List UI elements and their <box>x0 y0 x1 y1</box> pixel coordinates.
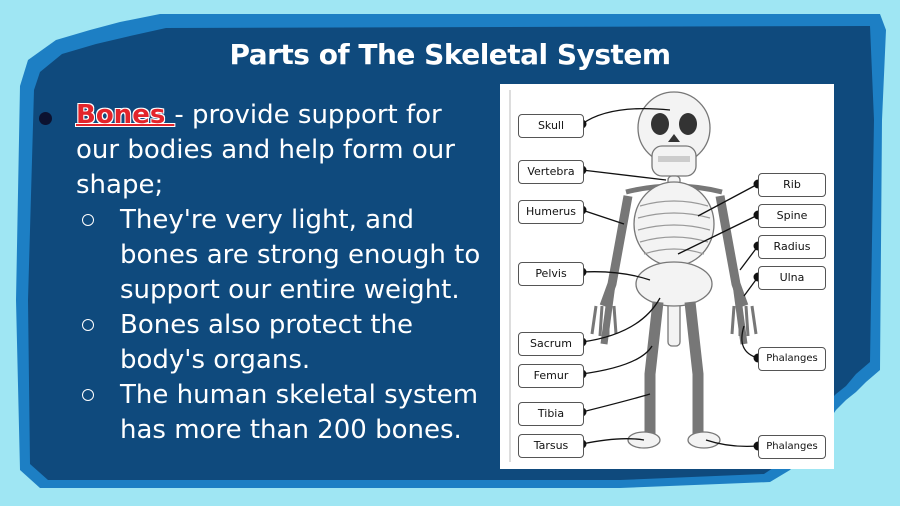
sub-bullet-text: Bones also protect the body's organs. <box>120 310 414 375</box>
label-skull: Skull <box>518 114 584 138</box>
label-humerus: Humerus <box>518 200 584 224</box>
label-femur: Femur <box>518 364 584 388</box>
label-tarsus: Tarsus <box>518 434 584 458</box>
label-phalanges-hand: Phalanges <box>758 347 826 371</box>
sub-bullet-text: They're very light, and bones are strong… <box>120 205 481 305</box>
hollow-bullet-icon <box>82 389 94 401</box>
main-bullet: Bones - provide support for our bodies a… <box>34 98 484 203</box>
sub-bullet-list: They're very light, and bones are strong… <box>34 203 484 448</box>
label-ulna: Ulna <box>758 266 826 290</box>
bullet-text: - provide support for our bodies and hel… <box>76 100 455 200</box>
sub-bullet-item: Bones also protect the body's organs. <box>34 308 484 378</box>
sub-bullet-text: The human skeletal system has more than … <box>120 380 479 445</box>
slide-title: Parts of The Skeletal System <box>229 38 671 71</box>
label-rib: Rib <box>758 173 826 197</box>
sub-bullet-item: They're very light, and bones are strong… <box>34 203 484 308</box>
hollow-bullet-icon <box>82 319 94 331</box>
label-phalanges-foot: Phalanges <box>758 435 826 459</box>
label-pelvis: Pelvis <box>518 262 584 286</box>
label-tibia: Tibia <box>518 402 584 426</box>
bullet-content: Bones - provide support for our bodies a… <box>34 98 484 448</box>
skeleton-illustration <box>509 90 763 462</box>
hollow-bullet-icon <box>82 214 94 226</box>
label-spine: Spine <box>758 204 826 228</box>
label-vertebra: Vertebra <box>518 160 584 184</box>
bones-term: Bones <box>76 100 175 130</box>
label-radius: Radius <box>758 235 826 259</box>
sub-bullet-item: The human skeletal system has more than … <box>34 378 484 448</box>
label-sacrum: Sacrum <box>518 332 584 356</box>
bullet-dot-icon <box>39 112 52 125</box>
skeleton-diagram: Skull Vertebra Humerus Pelvis Sacrum Fem… <box>500 84 834 469</box>
